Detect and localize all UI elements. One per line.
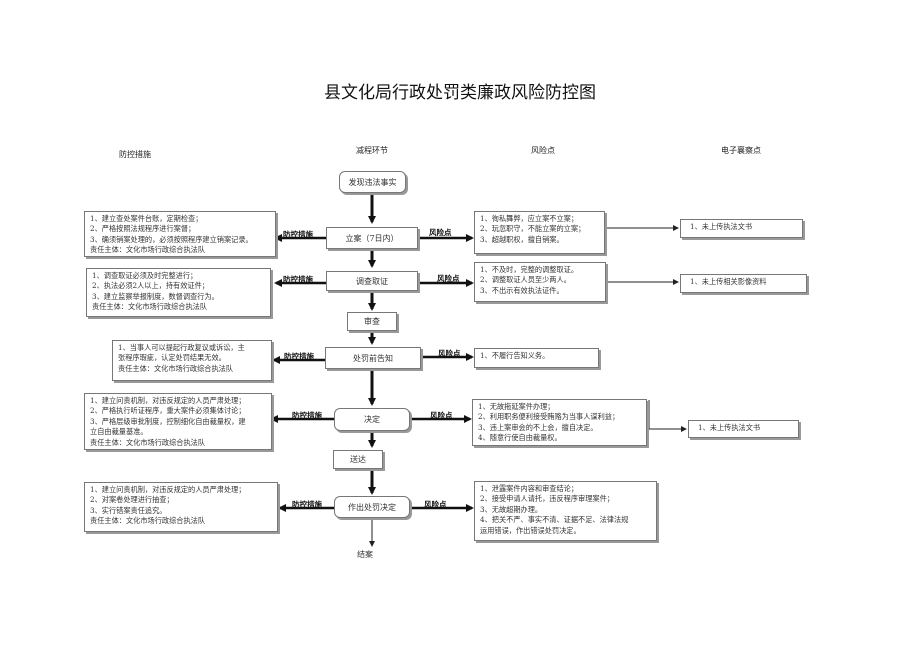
step-penalty-decision: 作出处罚决定 xyxy=(334,496,410,518)
risk-line: 4、把关不严、事实不清、证据不足、法律法规 xyxy=(480,515,629,525)
measure-line: 1、调查取证必须及时完整进行； xyxy=(92,271,198,280)
risks-box-notify: 1、不履行告知义务。 xyxy=(474,348,599,368)
measure-line: 责任主体：文化市场行政综合执法队 xyxy=(118,363,234,373)
measure-line: 2、执法必须2人以上，持有效证件； xyxy=(92,281,209,291)
measure-line: 1、建立查处案件台账，定期检查； xyxy=(90,214,203,223)
measure-label: 防控措施 xyxy=(284,352,314,361)
measure-line: 2、对案卷处理进行抽查； xyxy=(90,495,174,505)
header-process: 减程环节 xyxy=(356,146,388,155)
measures-box-penalty: 1、建立问责机制，对违反规定的人员严肃处理； 2、对案卷处理进行抽查； 3、实行… xyxy=(84,482,278,532)
monitor-line: 1、未上传执法文书 xyxy=(698,423,761,432)
page-title: 县文化局行政处罚类廉政风险防控图 xyxy=(324,83,596,103)
risks-box-investigate: 1、不及时，完整的调整取证。 2、调整取证人员至少两人。 3、不出示有效执法证件… xyxy=(474,262,606,302)
measure-line: 1、建立问责机制，对违反规定的人员严肃处理； xyxy=(90,485,246,494)
risk-line: 3、违上案审会的不上会，擅自决定。 xyxy=(478,422,598,432)
step-deliver: 送达 xyxy=(333,450,383,469)
risk-line: 1、徇私舞弊，应立案不立案； xyxy=(480,214,579,223)
risk-line: 2、接受申请人请托，违反程序审理案件； xyxy=(480,494,614,504)
risks-box-penalty: 1、泄露案件内容和审查结论； 2、接受申请人请托，违反程序审理案件； 3、无故超… xyxy=(474,481,657,541)
monitor-box-decide: 1、未上传执法文书 xyxy=(688,420,799,438)
risk-line: 运用错误，作出错误处罚决定。 xyxy=(480,525,581,535)
risk-label: 风险点 xyxy=(430,411,453,420)
measure-line: 1、建立问责机制，对违反规定的人员严肃处理； xyxy=(90,396,246,405)
monitor-line: 1、未上传执法文书 xyxy=(690,222,753,231)
risk-label: 风险点 xyxy=(438,349,461,358)
measure-line: 2、严格按照法规程序进行案督； xyxy=(90,224,196,234)
risk-label: 风险点 xyxy=(437,274,460,283)
measure-line: 3、确须销案处理的，必须按照程序建立销案记录。 xyxy=(90,234,253,244)
risk-line: 3、不出示有效执法证件。 xyxy=(480,285,564,295)
step-investigate: 调查取证 xyxy=(326,271,418,291)
risks-box-register: 1、徇私舞弊，应立案不立案； 2、玩忽职守，不能立案的立案； 3、超越职权，擅自… xyxy=(474,211,605,254)
header-measures: 防控措施 xyxy=(119,150,151,159)
risk-line: 2、利用职务便利接受贿赂为当事人谋利益； xyxy=(478,412,620,422)
step-decide: 决定 xyxy=(334,408,410,431)
risk-line: 1、不及时，完整的调整取证。 xyxy=(480,265,579,274)
measure-line: 1、当事人可以提起行政复议或诉讼，主 xyxy=(118,343,245,352)
measures-box-decide: 1、建立问责机制，对违反规定的人员严肃处理； 2、严格执行听证程序，重大案件必须… xyxy=(84,393,272,450)
measures-box-investigate: 1、调查取证必须及时完整进行； 2、执法必须2人以上，持有效证件； 3、建立监察… xyxy=(86,268,271,317)
measure-label: 防控措施 xyxy=(292,500,322,509)
risk-line: 1、无故拖延案件办理； xyxy=(478,402,555,411)
step-notify: 处罚前告知 xyxy=(325,347,421,369)
risks-box-decide: 1、无故拖延案件办理； 2、利用职务便利接受贿赂为当事人谋利益； 3、违上案审会… xyxy=(472,399,647,446)
risk-line: 1、不履行告知义务。 xyxy=(480,351,550,360)
measure-label: 防控措施 xyxy=(292,411,322,420)
risk-label: 风险点 xyxy=(424,500,447,509)
measure-line: 责任主体：文化市场行政综合执法队 xyxy=(92,302,208,312)
measure-line: 责任主体：文化市场行政综合执法队 xyxy=(90,516,206,526)
risk-label: 风险点 xyxy=(429,228,452,237)
measures-box-register: 1、建立查处案件台账，定期检查； 2、严格按照法规程序进行案督； 3、确须销案处… xyxy=(84,211,276,257)
risk-line: 2、玩忽职守，不能立案的立案； xyxy=(480,224,586,234)
measure-line: 2、严格执行听证程序，重大案件必须集体讨论； xyxy=(90,406,246,416)
step-register: 立案（7日内） xyxy=(326,227,418,249)
measure-line: 张程序瑕疵，认定处罚结果无效。 xyxy=(118,353,226,363)
header-risk: 风险点 xyxy=(531,146,555,155)
measure-label: 防控措施 xyxy=(283,275,313,284)
risk-line: 4、随意行使自由裁量权。 xyxy=(478,433,562,443)
risk-line: 3、无故超期办理。 xyxy=(480,504,543,514)
header-monitor: 电子襄察点 xyxy=(721,146,761,155)
measure-line: 立自由裁量基准。 xyxy=(90,427,148,437)
step-review: 审查 xyxy=(347,312,397,331)
measure-line: 3、建立监察举报制度，数督调查行为。 xyxy=(92,291,219,301)
step-close-case: 结案 xyxy=(357,550,373,559)
monitor-box-register: 1、未上传执法文书 xyxy=(680,219,803,238)
monitor-line: 1、未上传相关影像资料 xyxy=(690,277,767,286)
risk-line: 1、泄露案件内容和审查结论； xyxy=(480,484,579,493)
measure-label: 防控措施 xyxy=(283,230,313,239)
measure-line: 责任主体：文化市场行政综合执法队 xyxy=(90,437,206,447)
measure-line: 责任主体：文化市场行政综合执法队 xyxy=(90,245,206,255)
monitor-box-investigate: 1、未上传相关影像资料 xyxy=(680,274,807,293)
risk-line: 2、调整取证人员至少两人。 xyxy=(480,275,571,285)
measures-box-notify: 1、当事人可以提起行政复议或诉讼，主 张程序瑕疵，认定处罚结果无效。 责任主体：… xyxy=(112,340,272,381)
measure-line: 3、严格层级审批制度，控制细化自由裁量权，建 xyxy=(90,416,246,426)
measure-line: 3、实行错案责任追究。 xyxy=(90,505,167,515)
risk-line: 3、超越职权，擅自销案。 xyxy=(480,234,564,244)
step-discover: 发现违法事实 xyxy=(339,171,406,193)
